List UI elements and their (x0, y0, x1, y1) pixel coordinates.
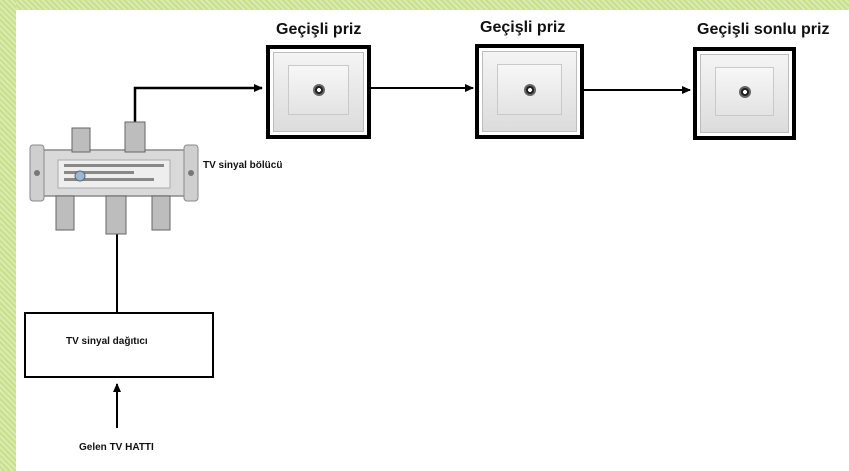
socket-3 (693, 47, 796, 140)
coax-jack-icon (523, 83, 536, 96)
incoming-line-label: Gelen TV HATTI (79, 442, 154, 453)
socket-label-3: Geçişli sonlu priz (697, 21, 830, 38)
splitter-device (29, 121, 199, 235)
frame-border-top (0, 0, 849, 10)
coax-jack-icon (312, 84, 325, 96)
socket-face (497, 64, 562, 115)
socket-1 (266, 45, 371, 139)
socket-face (288, 65, 349, 115)
socket-2 (475, 44, 584, 139)
wire-splitter-to-socket-1 (133, 84, 263, 124)
distributor-box: TV sinyal dağıtıcı (24, 312, 214, 378)
socket-plate (273, 52, 364, 132)
coax-jack-icon (738, 85, 751, 98)
socket-face (715, 67, 774, 116)
frame-border-left (0, 0, 16, 471)
socket-plate (700, 54, 789, 133)
socket-plate (482, 51, 577, 132)
splitter-label: TV sinyal bölücü (203, 160, 283, 171)
socket-label-2: Geçişli priz (480, 19, 566, 36)
distributor-label: TV sinyal dağıtıcı (66, 336, 148, 347)
socket-label-1: Geçişli priz (276, 21, 362, 38)
